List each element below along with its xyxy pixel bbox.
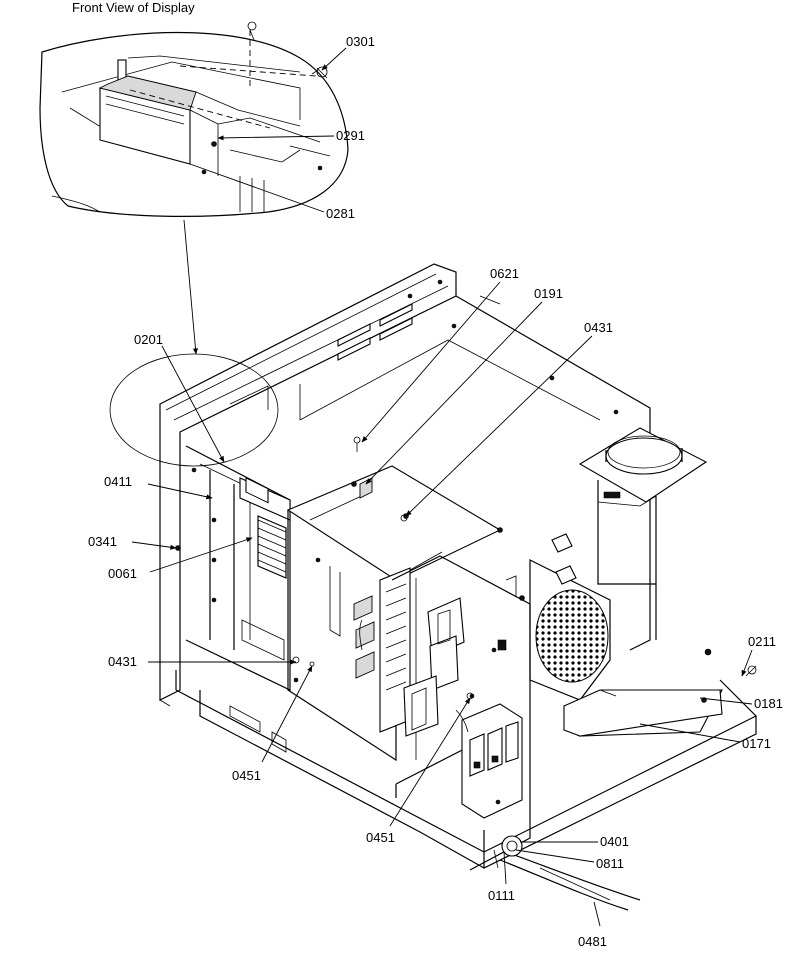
callout-label: 0301: [346, 34, 375, 49]
callout-label: 0171: [742, 736, 771, 751]
callout-label: 0811: [596, 856, 624, 871]
heatsink: [257, 515, 287, 579]
inset-detail: [39, 21, 349, 217]
detail-area-circle: [109, 353, 279, 467]
diagram-title: Front View of Display: [72, 0, 195, 15]
detail-pointer-arrow: [183, 219, 199, 355]
callout-label: 0431: [584, 320, 613, 335]
callout-label: 0181: [754, 696, 783, 711]
callout-label: 0481: [578, 934, 607, 949]
callout-label: 0201: [134, 332, 163, 347]
callout-label: 0191: [534, 286, 563, 301]
callout-label: 0451: [232, 768, 261, 783]
callout-label: 0451: [366, 830, 395, 845]
callout-label: 0061: [108, 566, 137, 581]
callout-label: 0401: [600, 834, 629, 849]
terminal-stack: [353, 567, 411, 733]
callout-label: 0111: [488, 888, 515, 903]
callout-label: 0431: [108, 654, 137, 669]
main-assembly: [159, 263, 758, 911]
callout-label: 0621: [490, 266, 519, 281]
callout-label: 0341: [88, 534, 117, 549]
leader-lines: [131, 47, 753, 927]
callout-label: 0411: [104, 474, 132, 489]
callout-label: 0211: [748, 634, 776, 649]
callout-label: 0281: [326, 206, 355, 221]
callout-label: 0291: [336, 128, 365, 143]
callout-labels: 0301 0291 0281 0621 0191 0431 0201 0411 …: [88, 34, 783, 949]
